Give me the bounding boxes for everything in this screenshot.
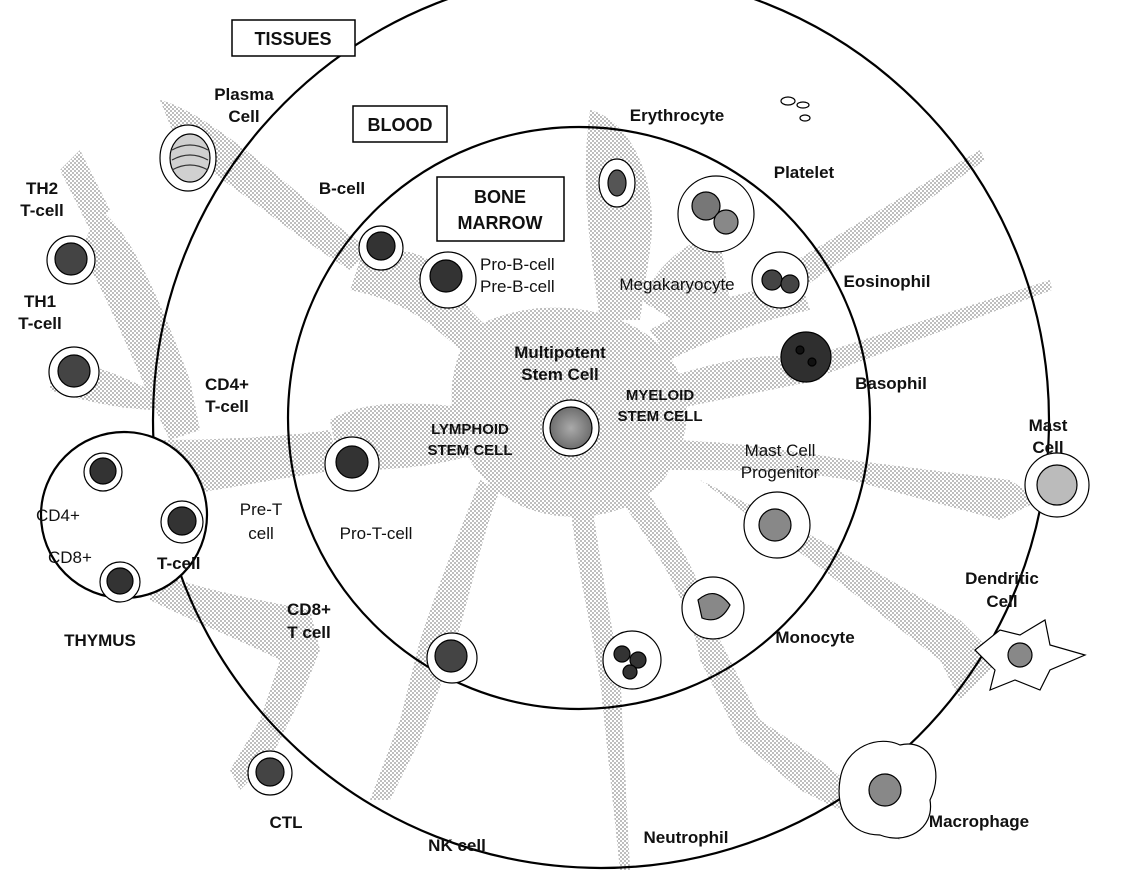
region-labels: TISSUES BLOOD BONE MARROW THYMUS <box>64 19 565 650</box>
mast-cell-label-2: Cell <box>1032 438 1063 457</box>
monocyte-icon <box>681 576 745 640</box>
cd4-t-label-1: CD4+ <box>205 375 249 394</box>
b-cell-icon <box>358 225 404 271</box>
platelet-label: Platelet <box>774 163 835 182</box>
thymus-label: THYMUS <box>64 631 136 650</box>
ctl-label: CTL <box>269 813 302 832</box>
plasma-label-2: Cell <box>228 107 259 126</box>
cells <box>46 96 1090 839</box>
macrophage-label: Macrophage <box>929 812 1029 831</box>
myeloid-label-1: MYELOID <box>626 387 695 404</box>
thymus-cd4-label: CD4+ <box>36 506 80 525</box>
basophil-label: Basophil <box>855 374 927 393</box>
dendritic-cell-icon <box>974 619 1087 691</box>
eosinophil-label: Eosinophil <box>844 272 931 291</box>
erythrocyte-icon <box>598 158 636 208</box>
thymus-t-label: T-cell <box>157 554 200 573</box>
thymus-t-cell-icon <box>160 500 204 544</box>
nk-cell-icon <box>426 632 478 684</box>
megakaryocyte-icon <box>677 175 755 253</box>
th2-label-2: T-cell <box>20 201 63 220</box>
multipotent-stem-cell-icon <box>542 399 600 457</box>
pro-t-label: Pro-T-cell <box>340 524 413 543</box>
nk-label: NK cell <box>428 836 486 855</box>
pro-t-cell-icon <box>324 436 380 492</box>
basophil-icon <box>780 331 832 383</box>
bone-marrow-label-line2: MARROW <box>458 213 543 233</box>
dendritic-label-2: Cell <box>986 592 1017 611</box>
cd8-t-label-1: CD8+ <box>287 600 331 619</box>
mast-cell-icon <box>1024 452 1090 518</box>
mast-cell-label-1: Mast <box>1029 416 1068 435</box>
th1-label-2: T-cell <box>18 314 61 333</box>
blood-label: BLOOD <box>368 115 433 135</box>
dendritic-label-1: Dendritic <box>965 569 1039 588</box>
multipotent-label-1: Multipotent <box>514 343 606 362</box>
th1-label-1: TH1 <box>24 292 56 311</box>
lymphoid-label-2: STEM CELL <box>428 442 513 459</box>
neutrophil-label: Neutrophil <box>644 828 729 847</box>
pre-t-label-1: Pre-T <box>240 500 283 519</box>
thymus-cd8-cell-icon <box>99 561 141 603</box>
megakaryocyte-label: Megakaryocyte <box>619 275 734 294</box>
pro-b-cell-icon <box>419 251 477 309</box>
macrophage-icon <box>838 740 937 839</box>
cd4-t-label-2: T-cell <box>205 397 248 416</box>
tissues-blood-boundary <box>152 0 1050 869</box>
pre-t-label-2: cell <box>248 524 274 543</box>
thymus-cd4-cell-icon <box>83 452 123 492</box>
th1-cell-icon <box>48 346 100 398</box>
mast-progenitor-label-1: Mast Cell <box>745 441 816 460</box>
th2-label-1: TH2 <box>26 179 58 198</box>
pre-b-label: Pre-B-cell <box>480 277 555 296</box>
bone-marrow-label-line1: BONE <box>474 187 526 207</box>
labels: Multipotent Stem Cell LYMPHOID STEM CELL… <box>18 85 1067 855</box>
tissues-label: TISSUES <box>254 29 331 49</box>
mast-progenitor-icon <box>743 491 811 559</box>
thymus-cd8-label: CD8+ <box>48 548 92 567</box>
cd8-t-label-2: T cell <box>287 623 330 642</box>
monocyte-label: Monocyte <box>775 628 854 647</box>
eosinophil-icon <box>751 251 809 309</box>
erythrocyte-label: Erythrocyte <box>630 106 724 125</box>
b-cell-label: B-cell <box>319 179 365 198</box>
neutrophil-icon <box>602 630 662 690</box>
ctl-cell-icon <box>247 750 293 796</box>
mast-progenitor-label-2: Progenitor <box>741 463 820 482</box>
myeloid-label-2: STEM CELL <box>618 408 703 425</box>
region-circles <box>39 0 1050 869</box>
plasma-label-1: Plasma <box>214 85 274 104</box>
platelet-icon <box>780 96 811 122</box>
blood-marrow-boundary <box>286 125 872 711</box>
pro-b-label: Pro-B-cell <box>480 255 555 274</box>
plasma-cell-icon <box>159 124 217 192</box>
lymphoid-label-1: LYMPHOID <box>431 421 509 438</box>
th2-cell-icon <box>46 235 96 285</box>
multipotent-label-2: Stem Cell <box>521 365 598 384</box>
